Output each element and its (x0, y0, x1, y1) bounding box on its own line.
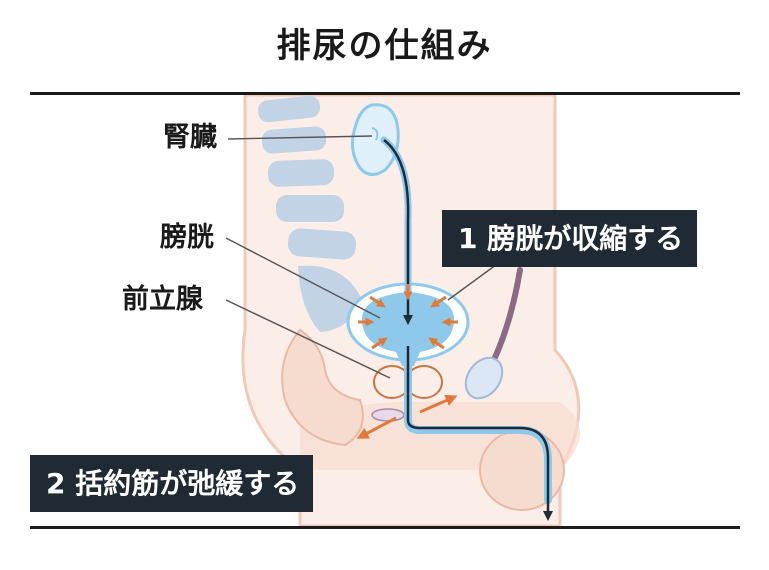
callout-bladder-contracts: 1 膀胱が収縮する (442, 210, 698, 267)
prostate-label: 前立腺 (122, 284, 203, 315)
urine-flow-line (383, 139, 413, 325)
contraction-arrows (358, 284, 458, 350)
leader-lines (225, 135, 501, 379)
bladder (361, 292, 455, 366)
bladder-label: 膀胱 (160, 222, 214, 253)
kidney-label: 腎臓 (163, 122, 217, 153)
bottom-divider (30, 526, 740, 529)
page-title: 排尿の仕組み (276, 26, 493, 66)
callout-sphincter-relaxes: 2 括約筋が弛緩する (30, 455, 314, 512)
relax-arrows (356, 394, 458, 439)
top-divider (30, 92, 740, 95)
seminal-vesicle (464, 356, 504, 400)
spine (258, 95, 362, 332)
sphincter (371, 408, 405, 422)
